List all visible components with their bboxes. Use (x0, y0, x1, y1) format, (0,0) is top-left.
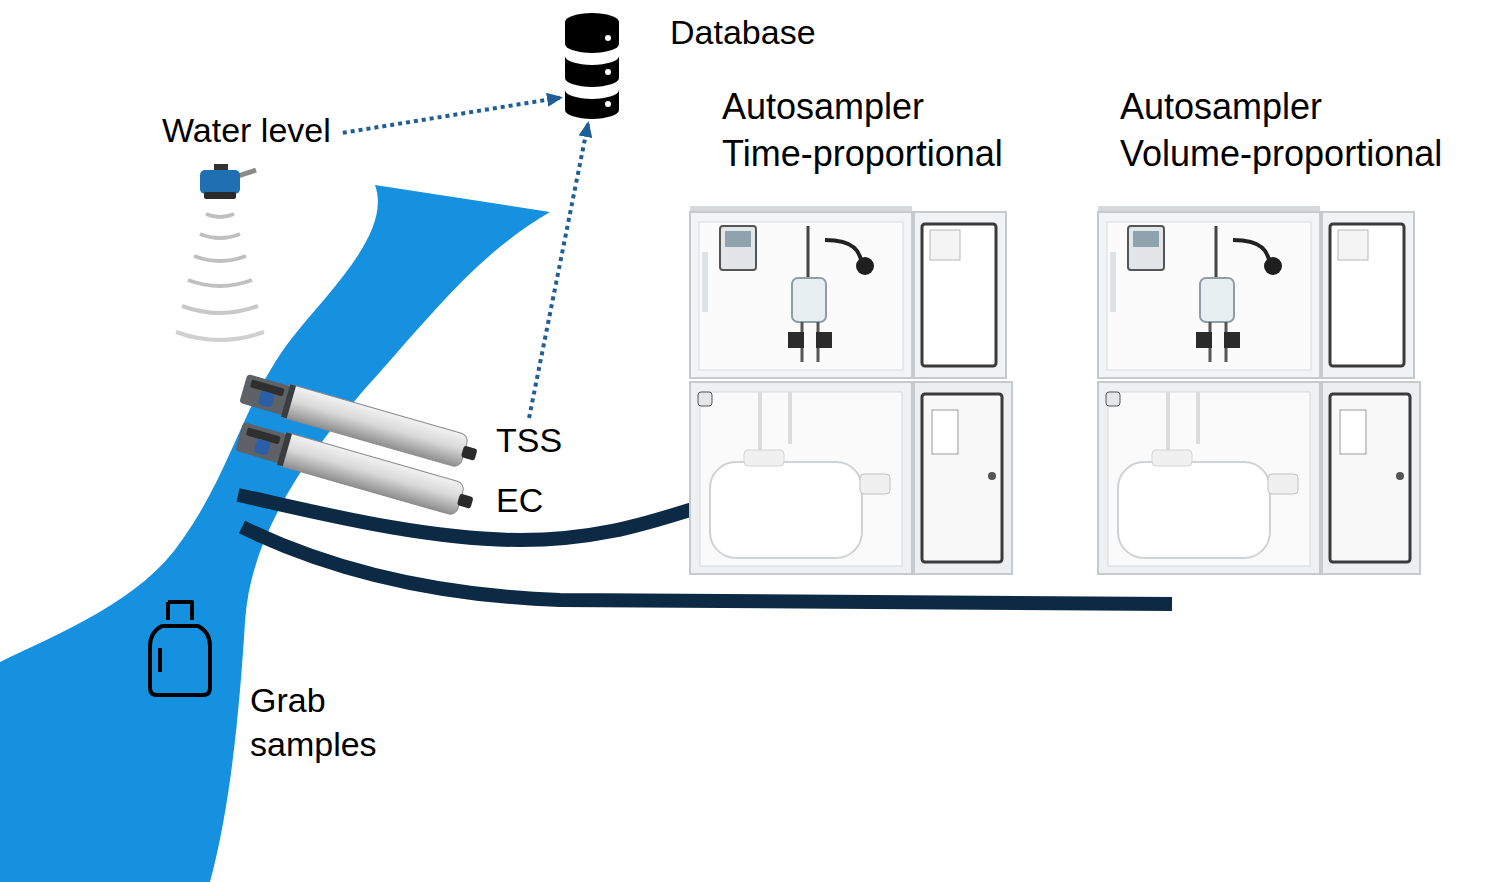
node-text: TSS (496, 420, 562, 461)
node-text: Autosampler Volume-proportional (1120, 84, 1446, 178)
sensor-label: Water level (150, 106, 343, 155)
probe-label: TSS (490, 418, 568, 463)
autosampler-cabinet (690, 206, 1012, 574)
data-link-arrow (529, 122, 588, 418)
ec-probe (235, 420, 477, 519)
data-link-arrow (343, 97, 562, 132)
node-text: Autosampler Time-proportional (722, 84, 1006, 178)
node-text: Database (670, 12, 816, 53)
node-text: EC (496, 480, 543, 521)
probe-label: EC (490, 478, 549, 523)
database-icon (565, 13, 619, 119)
autosampler-cabinet (1098, 206, 1420, 574)
node-text: Water level (162, 110, 331, 151)
grab-sample-label: Grab samples (244, 676, 386, 768)
grab-sample-bottle (150, 602, 210, 695)
autosampler-label: Autosampler Volume-proportional (1114, 82, 1452, 180)
water-level-sensor (176, 164, 264, 340)
node-text: Grab samples (250, 678, 380, 766)
autosampler-label: Autosampler Time-proportional (716, 82, 1012, 180)
